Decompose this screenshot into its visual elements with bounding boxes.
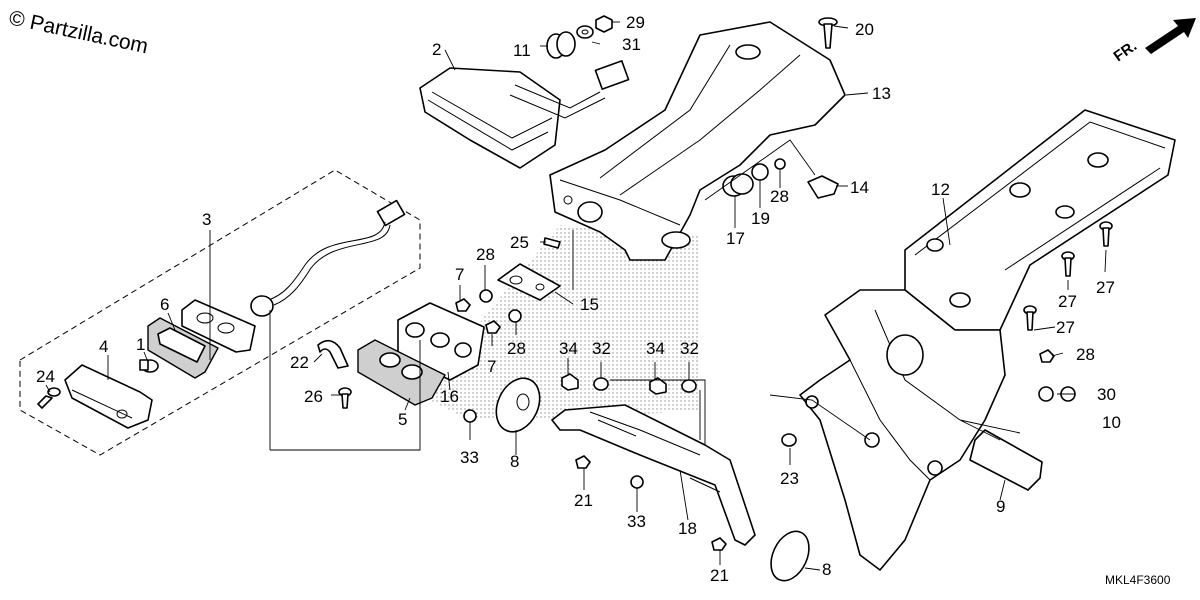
seal-6 [147,317,219,379]
callout-30[interactable]: 30 [1097,385,1116,404]
callout-12[interactable]: 12 [931,180,950,199]
callout-27a[interactable]: 27 [1058,292,1077,311]
callout-34a[interactable]: 34 [559,339,578,358]
callout-8b[interactable]: 8 [822,560,831,579]
callout-32b[interactable]: 32 [680,339,699,358]
callout-22[interactable]: 22 [290,353,309,372]
bolt-34-b [649,377,667,395]
callout-8a[interactable]: 8 [510,452,519,471]
gasket-5 [357,339,446,406]
callout-25[interactable]: 25 [510,233,529,252]
callout-6[interactable]: 6 [160,295,169,314]
license-light-kit-box [19,169,421,456]
callout-33b[interactable]: 33 [627,512,646,531]
callout-27b[interactable]: 27 [1096,278,1115,297]
nut-7-a [455,298,471,312]
callout-33a[interactable]: 33 [460,448,479,467]
washer-33-a [463,409,477,423]
direction-label: FR. [1111,37,1141,65]
bolt-34-a [561,373,579,391]
bulb-1 [139,359,159,373]
callout-20[interactable]: 20 [855,20,874,39]
callout-5[interactable]: 5 [398,410,407,429]
callout-21a[interactable]: 21 [574,491,593,510]
callout-16[interactable]: 16 [440,387,459,406]
callout-13[interactable]: 13 [872,84,891,103]
screw-26 [338,387,352,409]
clip-14 [807,175,839,199]
callout-27c[interactable]: 27 [1056,318,1075,337]
callout-9[interactable]: 9 [996,497,1005,516]
callout-15[interactable]: 15 [580,295,599,314]
callout-29[interactable]: 29 [626,13,645,32]
callout-28c[interactable]: 28 [507,339,526,358]
rear-fender-upper [549,21,846,261]
callout-23[interactable]: 23 [780,469,799,488]
nut-21-a [575,455,591,469]
license-light-base [181,299,256,353]
clamp-22 [317,339,349,369]
grommet-11 [546,31,576,59]
screw-24 [37,387,61,409]
rear-fender-frame [904,109,1176,331]
license-light-wire-socket [250,199,406,317]
callout-28b[interactable]: 28 [476,245,495,264]
callout-7b[interactable]: 7 [487,357,496,376]
screw-27-a [1061,251,1075,277]
license-light-housing [397,302,485,381]
rear-fender-lower [799,289,1006,571]
washer-33-b [630,475,644,489]
callout-11[interactable]: 11 [513,41,531,60]
callout-10[interactable]: 10 [1102,413,1121,432]
callout-34b[interactable]: 34 [646,339,665,358]
lens-4 [64,364,153,429]
leader-lines [45,21,1107,571]
callout-18[interactable]: 18 [678,519,697,538]
tail-light-assembly [419,60,630,169]
nut-28-right [1039,349,1055,363]
callout-21b[interactable]: 21 [710,566,729,585]
grommet-8-right [770,530,810,582]
callout-3[interactable]: 3 [202,210,211,229]
nut-28-left [479,289,493,303]
callout-14[interactable]: 14 [850,178,869,197]
screw-27-b [1099,221,1113,247]
callout-17[interactable]: 17 [726,229,745,248]
nut-23 [781,433,797,447]
shaded-region [420,225,700,420]
collar-19 [751,163,769,181]
bracket-18 [551,404,756,546]
callout-2[interactable]: 2 [432,40,441,59]
callout-31[interactable]: 31 [622,35,641,54]
nut-28-mid [508,309,522,323]
callout-28d[interactable]: 28 [1076,345,1095,364]
nut-29 [595,15,613,33]
callout-19[interactable]: 19 [751,209,770,228]
washer-32-a [593,377,609,391]
diagram-code: MKL4F3600 [1105,573,1171,587]
callout-32a[interactable]: 32 [592,339,611,358]
watermark: © Partzilla.com [7,6,150,58]
callout-1[interactable]: 1 [136,335,145,354]
callouts: 1 2 3 4 5 6 7 7 8 8 9 10 11 12 13 14 15 … [36,13,1121,585]
screw-20 [818,17,838,49]
callout-28a[interactable]: 28 [770,187,789,206]
callout-24[interactable]: 24 [36,367,55,386]
callout-7a[interactable]: 7 [455,265,464,284]
washer-32-b [681,379,697,393]
bracket-15 [497,263,561,301]
grommet-8-left [495,377,541,433]
screw-27-c [1023,305,1037,331]
collar-10 [1038,386,1054,402]
reflector-9 [969,429,1043,491]
callout-4[interactable]: 4 [99,337,108,356]
nut-21-b [711,537,727,551]
front-direction-arrow-icon: FR. [1111,18,1196,65]
washer-31 [576,25,594,39]
nut-28-top [774,158,786,170]
nut-7-b [485,320,501,334]
grommet-17 [722,173,754,197]
callout-26[interactable]: 26 [304,387,323,406]
